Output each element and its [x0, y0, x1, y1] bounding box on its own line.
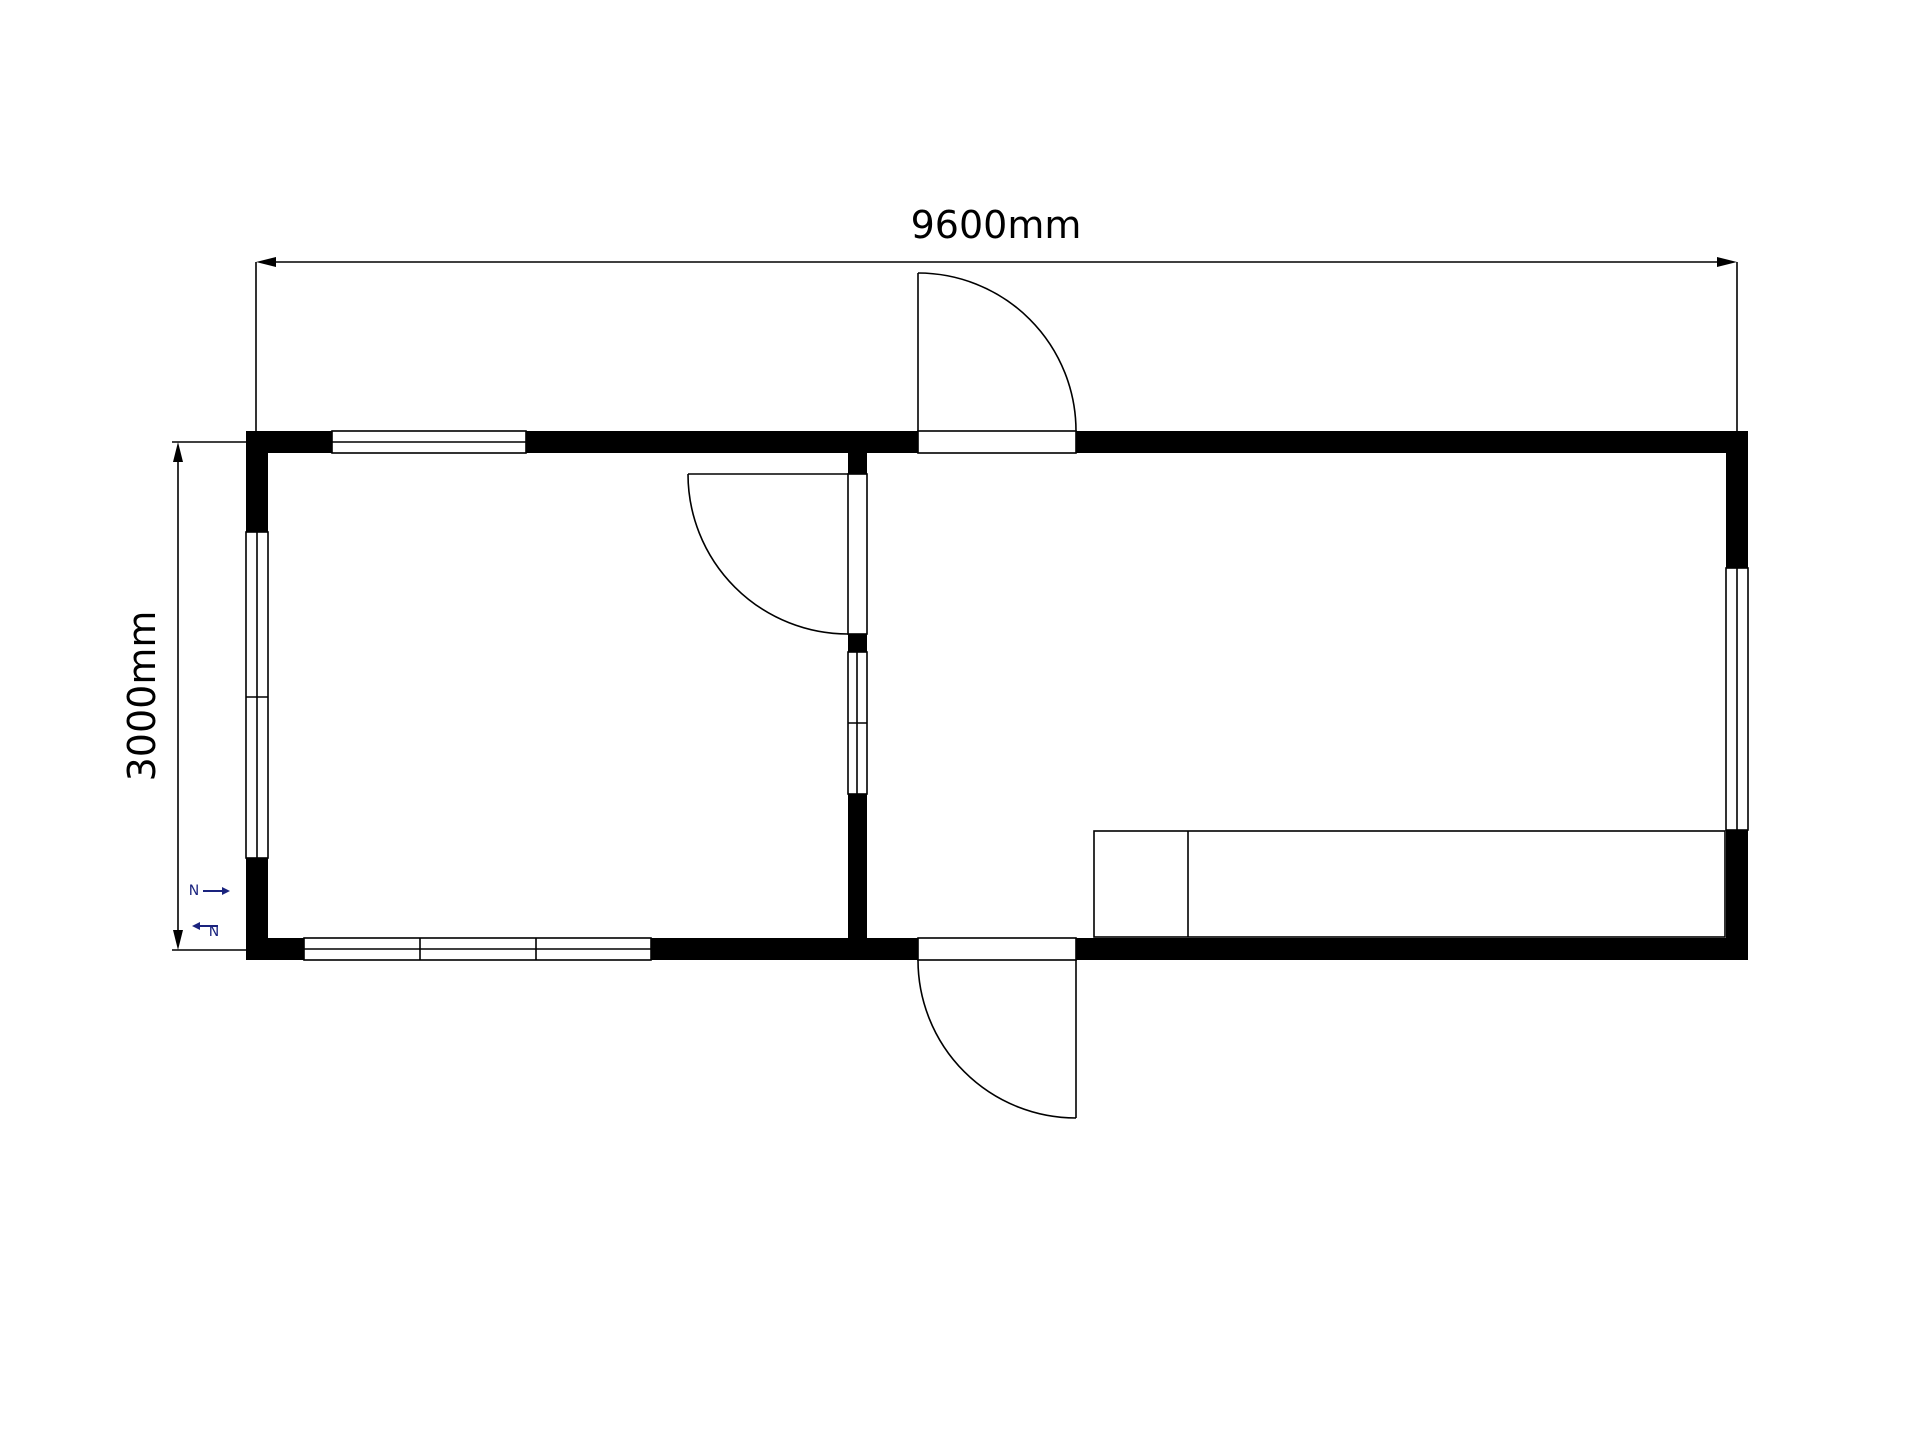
legend-glyph-bottom: N: [209, 924, 219, 940]
height-dimension: 3000mm: [120, 441, 248, 951]
counter: [1093, 830, 1726, 938]
window-right: [1725, 567, 1749, 831]
window-top-left: [331, 430, 527, 454]
door-bottom: [917, 937, 1077, 1119]
width-dimension: 9600mm: [255, 203, 1738, 432]
window-partition: [847, 651, 868, 795]
width-dimension-label: 9600mm: [911, 203, 1082, 247]
window-left: [245, 531, 269, 859]
arrow-legend: N N: [189, 883, 230, 940]
height-dimension-label: 3000mm: [120, 611, 164, 782]
door-interior: [687, 473, 868, 635]
door-top: [917, 272, 1077, 454]
window-bottom-left: [303, 937, 652, 961]
legend-glyph-top: N: [189, 883, 199, 899]
